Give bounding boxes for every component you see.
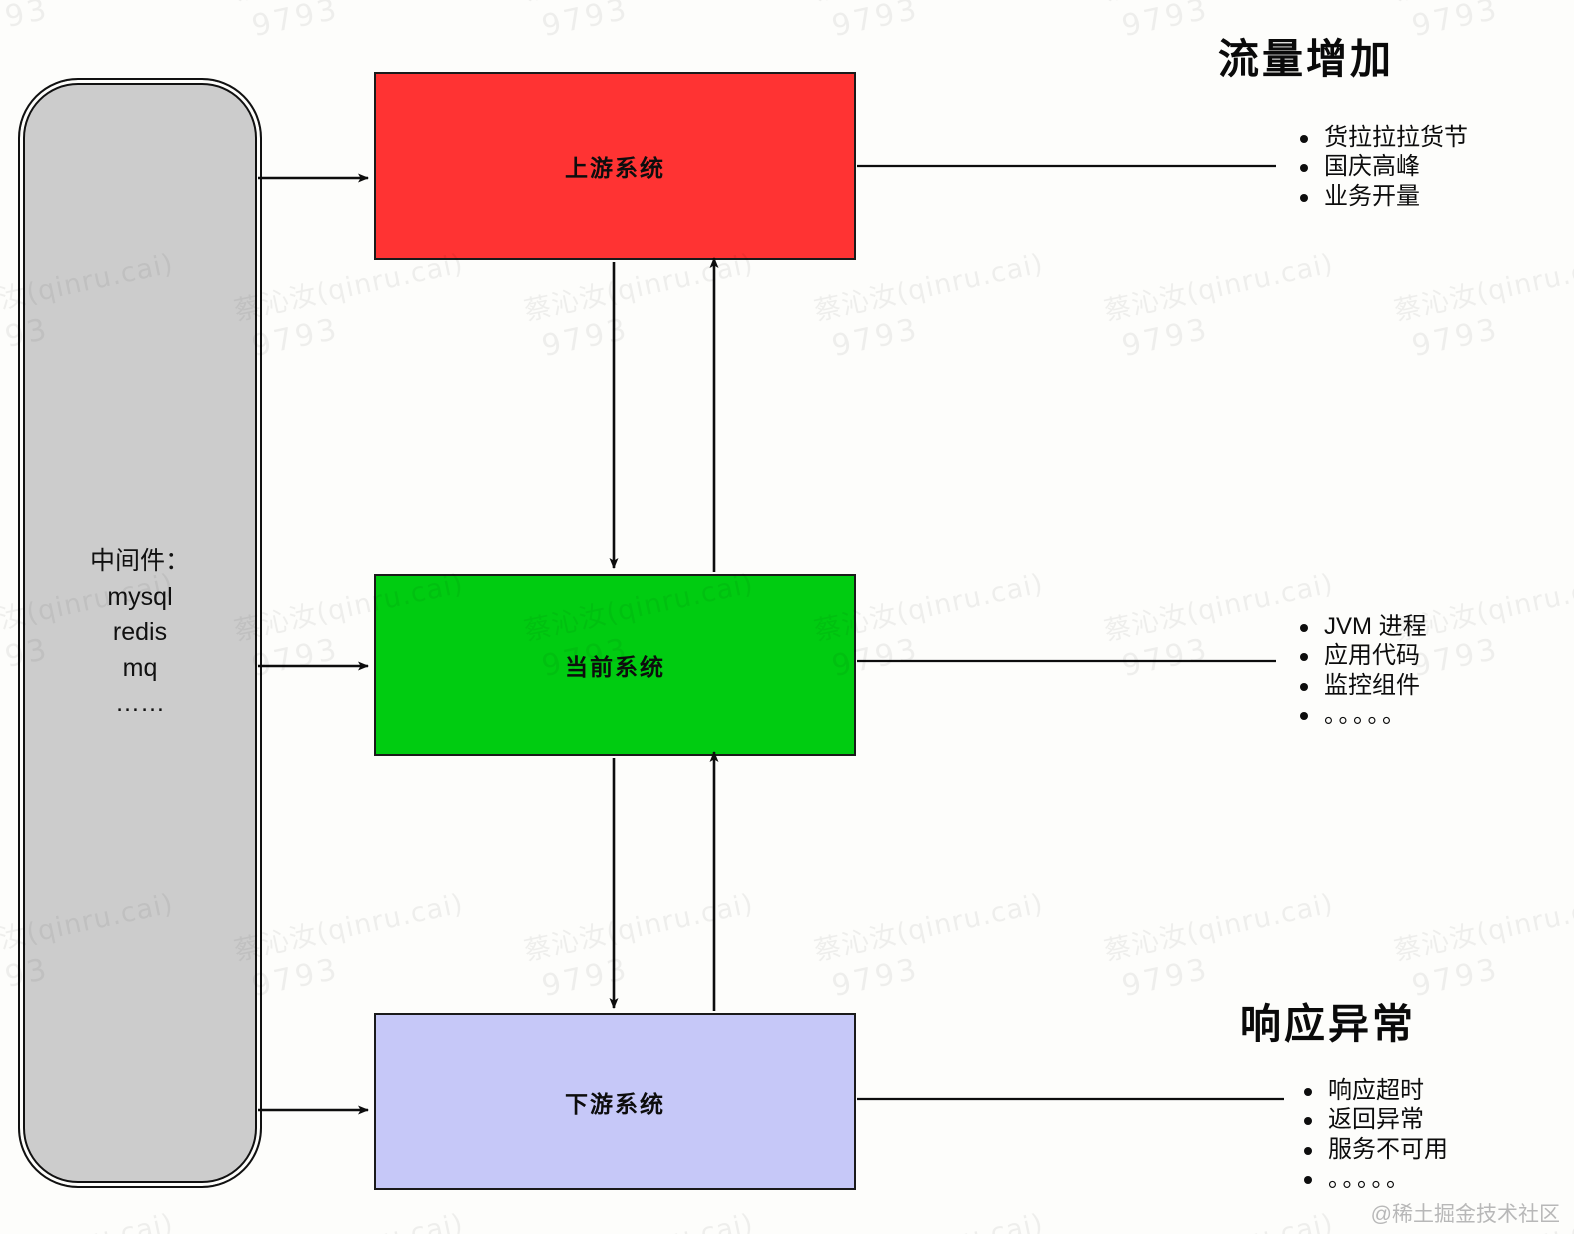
watermark-text: 蔡沁汝(qinru.cai)9793 xyxy=(1101,888,1337,1005)
watermark-text: 蔡沁汝(qinru.cai)9793 xyxy=(231,248,467,365)
watermark-text: 蔡沁汝(qinru.cai)9793 xyxy=(1391,888,1574,1005)
list-item: JVM 进程 xyxy=(1290,612,1427,641)
list-item: 服务不可用 xyxy=(1294,1135,1448,1164)
upstream-system-label: 上游系统 xyxy=(565,155,665,181)
list-item: 货拉拉拉货节 xyxy=(1290,123,1468,152)
watermark-text: 蔡沁汝(qinru.cai)9793 xyxy=(0,1201,185,1234)
watermark-text: 蔡沁汝(qinru.cai)9793 xyxy=(811,888,1047,1005)
watermark-text: 蔡沁汝(qinru.cai)9793 xyxy=(521,888,757,1005)
watermark-text: 蔡沁汝(qinru.cai)9793 xyxy=(0,0,176,45)
watermark-text: 蔡沁汝(qinru.cai)9793 xyxy=(1391,0,1574,45)
watermark-text: 蔡沁汝(qinru.cai)9793 xyxy=(1391,248,1574,365)
list-item: 监控组件 xyxy=(1290,671,1427,700)
annotation-traffic-title: 流量增加 xyxy=(1218,36,1394,82)
footer-credit-watermark: @稀土掘金技术社区 xyxy=(1370,1203,1560,1226)
downstream-system-box: 下游系统 xyxy=(374,1013,856,1190)
watermark-text: 蔡沁汝(qinru.cai)9793 xyxy=(521,0,756,45)
list-item: 。。。。。 xyxy=(1290,700,1427,728)
watermark-text: 蔡沁汝(qinru.cai)9793 xyxy=(1100,1201,1345,1234)
list-item: 应用代码 xyxy=(1290,641,1427,670)
annotation-response-list: 响应超时 返回异常 服务不可用 。。。。。 xyxy=(1294,1076,1448,1192)
downstream-system-label: 下游系统 xyxy=(565,1090,665,1117)
middleware-panel: 中间件： mysql redis mq …… xyxy=(18,78,262,1188)
list-item: 业务开量 xyxy=(1290,182,1468,211)
list-item: 响应超时 xyxy=(1294,1076,1448,1105)
middleware-label: 中间件： mysql redis mq …… xyxy=(89,547,190,718)
watermark-text: 蔡沁汝(qinru.cai)9793 xyxy=(231,0,466,45)
annotation-response-title: 响应异常 xyxy=(1240,1001,1416,1047)
watermark-text: 蔡沁汝(qinru.cai)9793 xyxy=(810,1201,1055,1234)
watermark-text: 蔡沁汝(qinru.cai)9793 xyxy=(811,248,1047,365)
current-system-label: 当前系统 xyxy=(565,654,665,680)
watermark-text: 蔡沁汝(qinru.cai)9793 xyxy=(521,248,757,365)
watermark-text: 蔡沁汝(qinru.cai)9793 xyxy=(230,1201,475,1234)
upstream-system-box: 上游系统 xyxy=(374,72,856,260)
watermark-text: 蔡沁汝(qinru.cai)9793 xyxy=(811,0,1046,45)
current-system-box: 当前系统 xyxy=(374,574,856,756)
list-item: 返回异常 xyxy=(1294,1105,1448,1134)
watermark-text: 蔡沁汝(qinru.cai)9793 xyxy=(520,1201,765,1234)
annotation-system-list: JVM 进程 应用代码 监控组件 。。。。。 xyxy=(1290,612,1427,728)
watermark-text: 蔡沁汝(qinru.cai)9793 xyxy=(1101,248,1337,365)
annotation-traffic-list: 货拉拉拉货节 国庆高峰 业务开量 xyxy=(1290,123,1468,211)
watermark-text: 蔡沁汝(qinru.cai)9793 xyxy=(231,888,467,1005)
list-item: 国庆高峰 xyxy=(1290,152,1468,181)
list-item: 。。。。。 xyxy=(1294,1164,1448,1192)
